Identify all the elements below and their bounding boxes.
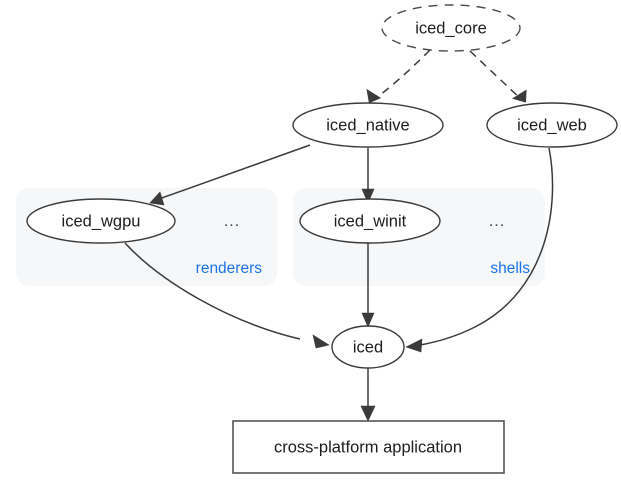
cluster-renderers-ellipsis: ... — [224, 213, 240, 230]
edge-iced_native-to-iced_winit — [361, 148, 375, 204]
node-application-shape[interactable] — [232, 420, 505, 474]
edge-iced_core-to-iced_web — [469, 50, 527, 103]
node-iced-shape[interactable] — [331, 325, 405, 369]
edge-line — [371, 49, 431, 102]
edge-line — [155, 144, 311, 201]
node-application[interactable]: cross-platform application — [232, 420, 505, 474]
node-iced_winit[interactable]: iced_winit — [299, 198, 441, 244]
node-iced_web[interactable]: iced_web — [486, 102, 618, 148]
node-iced[interactable]: iced — [331, 325, 405, 369]
node-iced_native-shape[interactable] — [292, 102, 444, 148]
arrow-head-icon — [360, 405, 376, 422]
edge-iced_core-to-iced_native — [366, 49, 431, 104]
edge-line — [469, 50, 523, 101]
node-iced_web-shape[interactable] — [486, 102, 618, 148]
node-iced_winit-label: iced_winit — [334, 212, 407, 230]
edge-iced-to-application — [360, 368, 376, 422]
cluster-shells-ellipsis: ... — [489, 213, 505, 230]
cluster-shells-label: shells — [490, 260, 530, 277]
node-iced_core-shape[interactable] — [381, 4, 521, 52]
node-iced_wgpu-label: iced_wgpu — [62, 212, 141, 230]
arrow-head-icon — [361, 312, 375, 328]
arrow-head-icon — [361, 188, 375, 204]
edge-iced_native-to-iced_wgpu — [149, 144, 311, 206]
node-iced_winit-shape[interactable] — [299, 198, 441, 244]
edge-line — [124, 242, 301, 340]
edge-iced_web-to-iced — [405, 147, 554, 353]
node-application-label: cross-platform application — [274, 438, 462, 456]
arrow-head-icon — [149, 191, 165, 206]
arrow-head-icon — [405, 338, 423, 353]
arrow-head-icon — [366, 88, 382, 104]
node-iced_wgpu-shape[interactable] — [26, 198, 176, 244]
arrow-head-icon — [511, 89, 527, 103]
cluster-renderers-label: renderers — [196, 260, 263, 277]
node-iced-label: iced — [353, 338, 383, 356]
edge-iced_wgpu-to-iced — [124, 242, 330, 349]
node-iced_core[interactable]: iced_core — [381, 4, 521, 52]
node-iced_web-label: iced_web — [517, 116, 587, 134]
edge-iced_winit-to-iced — [361, 243, 375, 328]
node-iced_native[interactable]: iced_native — [292, 102, 444, 148]
arrow-head-icon — [312, 334, 330, 349]
node-iced_wgpu[interactable]: iced_wgpu — [26, 198, 176, 244]
edge-line — [419, 147, 554, 346]
node-iced_native-label: iced_native — [326, 116, 409, 134]
node-iced_core-label: iced_core — [415, 19, 487, 37]
